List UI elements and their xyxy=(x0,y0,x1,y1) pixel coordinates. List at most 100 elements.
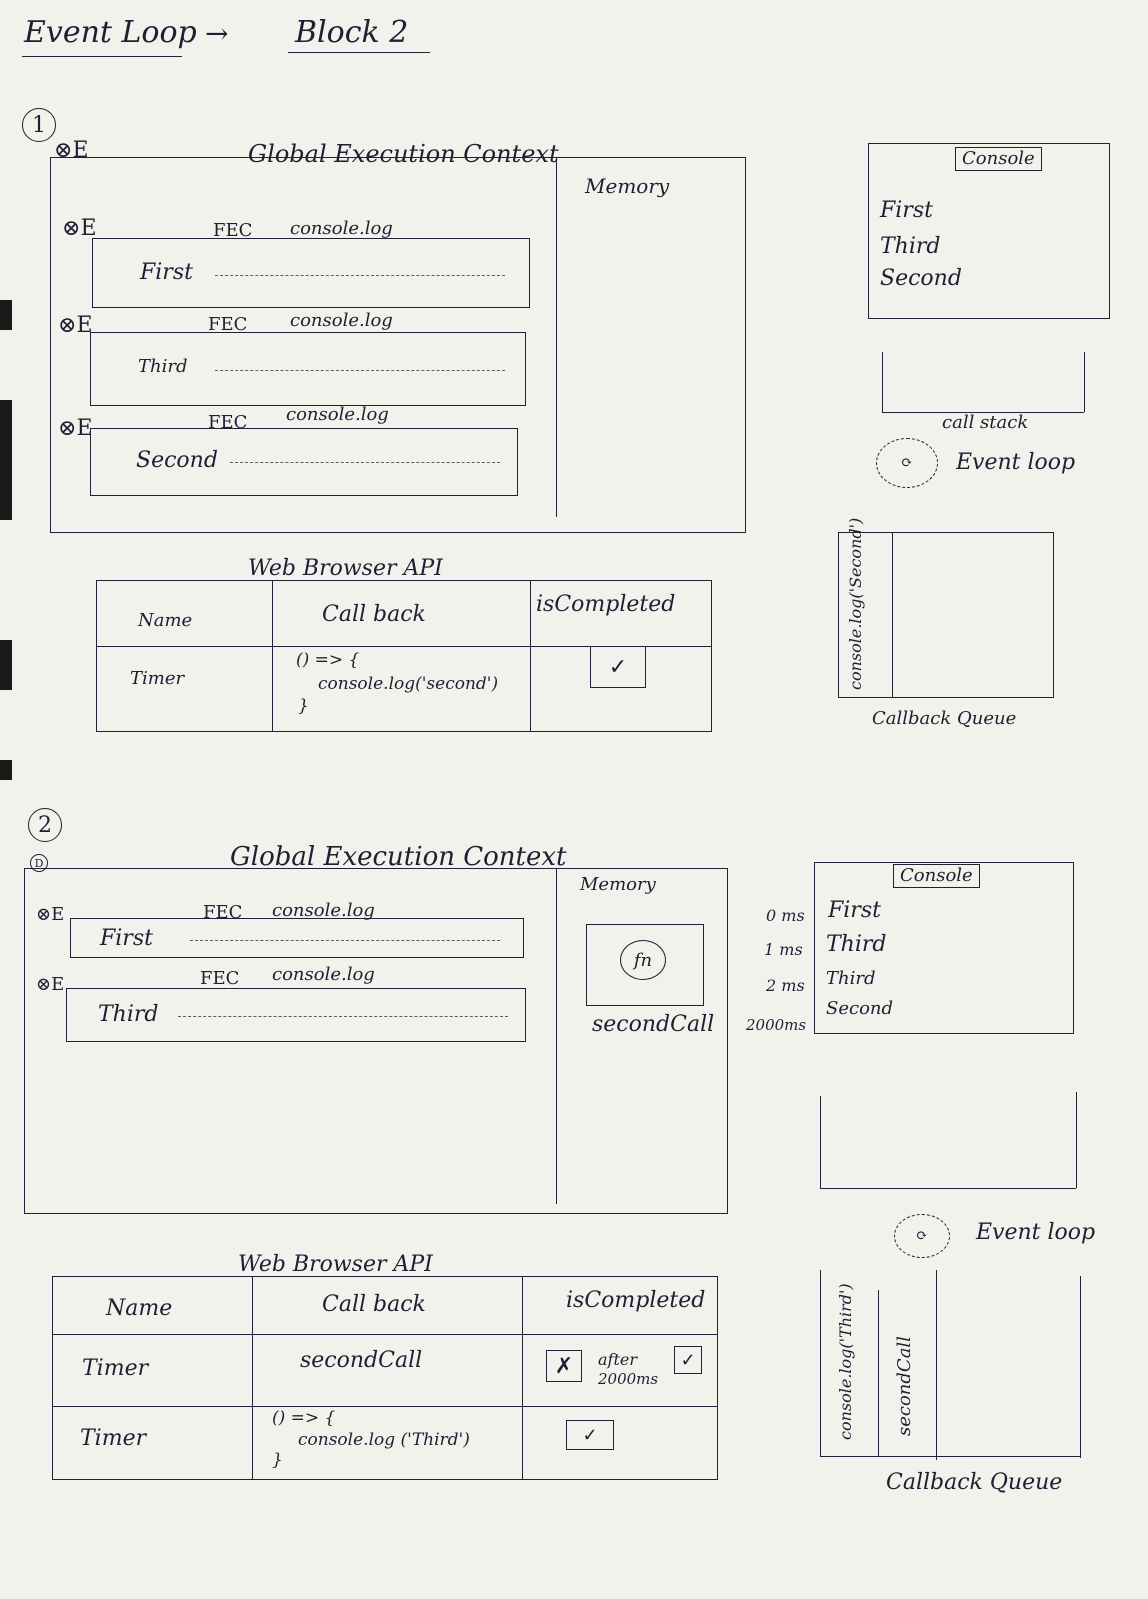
table-row-divider xyxy=(96,646,712,647)
dashed-line xyxy=(215,370,505,371)
fec-box xyxy=(66,988,526,1042)
fec-call: console.log xyxy=(272,900,375,921)
callback-queue-item: console.log('Third') xyxy=(836,1283,855,1440)
memory-label: Memory xyxy=(580,874,656,895)
fec-output: First xyxy=(140,260,193,285)
table-header: isCompleted xyxy=(566,1288,706,1313)
callback-queue-base xyxy=(820,1456,1080,1457)
table-header: isCompleted xyxy=(536,592,676,617)
table-cell-callback: () => { xyxy=(272,1408,336,1428)
after-label: after xyxy=(598,1350,638,1369)
console-line: Second xyxy=(880,266,962,291)
callback-queue-divider xyxy=(892,532,893,698)
table-header: Name xyxy=(138,610,193,631)
fec-output: Third xyxy=(138,356,188,377)
table-cell-callback: console.log ('Third') xyxy=(298,1430,470,1450)
call-stack-wall xyxy=(820,1096,821,1188)
table-header: Call back xyxy=(322,602,426,627)
callback-queue-wall xyxy=(820,1270,821,1456)
call-stack-wall xyxy=(1084,352,1085,412)
console-line: First xyxy=(828,898,881,923)
table-cell-callback: () => { xyxy=(296,650,360,670)
dashed-line xyxy=(178,1016,508,1017)
fec-box xyxy=(90,332,526,406)
table-col-divider xyxy=(272,580,273,732)
fec-call: console.log xyxy=(290,218,393,239)
event-loop-label: Event loop xyxy=(976,1220,1096,1245)
memory-divider xyxy=(556,157,557,517)
callback-queue-item: secondCall xyxy=(894,1336,915,1436)
callback-queue-wall xyxy=(1080,1276,1081,1458)
fec-completed-mark: ⊗E xyxy=(58,313,93,338)
global-execution-context-box xyxy=(24,868,728,1214)
fec-box xyxy=(90,428,518,496)
dashed-line xyxy=(230,462,500,463)
completed-check-icon: ✓ xyxy=(674,1346,702,1374)
page-edge-shadow xyxy=(0,400,12,520)
completed-check-icon: ✓ xyxy=(566,1420,614,1450)
step-2-number: 2 xyxy=(28,808,62,842)
event-loop-label: Event loop xyxy=(956,450,1076,475)
memory-function-name: secondCall xyxy=(592,1012,715,1037)
title-block: Block 2 xyxy=(295,15,409,50)
call-stack-wall xyxy=(882,352,883,412)
fec-call: console.log xyxy=(286,404,389,425)
web-api-title: Web Browser API xyxy=(238,1252,433,1277)
table-cell-name: Timer xyxy=(80,1426,147,1451)
callback-queue-divider xyxy=(936,1270,937,1460)
fec-completed-mark: ⊗E xyxy=(36,974,65,995)
console-line: Third xyxy=(826,968,876,989)
memory-function-box xyxy=(586,924,704,1006)
fec-box xyxy=(92,238,530,308)
console-timestamp: 0 ms xyxy=(766,906,805,925)
console-line: Third xyxy=(880,234,941,259)
fec-output: Second xyxy=(136,448,218,473)
web-api-table xyxy=(52,1276,718,1480)
console-box xyxy=(868,143,1110,319)
fec-output: Third xyxy=(98,1002,159,1027)
fec-label: FEC xyxy=(208,314,248,335)
console-title: Console xyxy=(955,147,1042,171)
gec-completed-mark: ⊗E xyxy=(54,138,89,163)
fec-call: console.log xyxy=(272,964,375,985)
table-col-divider xyxy=(252,1276,253,1480)
global-execution-context-box xyxy=(50,157,746,533)
table-cell-callback: } xyxy=(272,1450,283,1470)
title-event-loop: Event Loop xyxy=(24,15,197,50)
call-stack-base xyxy=(820,1188,1076,1189)
event-loop-cycle-icon: ⟳ xyxy=(876,438,938,488)
gec-title: Global Execution Context xyxy=(230,842,567,872)
table-row-divider xyxy=(52,1406,718,1407)
page-edge-shadow xyxy=(0,760,12,780)
table-cell-callback: secondCall xyxy=(300,1348,423,1373)
table-cell-callback: console.log('second') xyxy=(318,674,499,694)
fec-completed-mark: ⊗E xyxy=(36,904,65,925)
event-loop-cycle-icon: ⟳ xyxy=(894,1214,950,1258)
function-icon: fn xyxy=(620,940,666,980)
fec-output: First xyxy=(100,926,153,951)
console-line: First xyxy=(880,198,933,223)
callback-queue-box xyxy=(838,532,1054,698)
callback-queue-item: console.log('Second') xyxy=(846,517,865,690)
fec-label: FEC xyxy=(200,968,240,989)
dashed-line xyxy=(190,940,500,941)
fec-label: FEC xyxy=(208,412,248,433)
step-1-number: 1 xyxy=(22,108,56,142)
fec-box xyxy=(70,918,524,958)
fec-label: FEC xyxy=(213,220,253,241)
callback-queue-label: Callback Queue xyxy=(872,708,1017,729)
fec-completed-mark: ⊗E xyxy=(58,416,93,441)
completed-check-icon: ✓ xyxy=(590,646,646,688)
gec-marker: D xyxy=(30,854,48,872)
table-col-divider xyxy=(530,580,531,732)
console-box xyxy=(814,862,1074,1034)
web-api-table xyxy=(96,580,712,732)
after-ms: 2000ms xyxy=(598,1370,659,1388)
call-stack-wall xyxy=(1076,1092,1077,1188)
console-line: Second xyxy=(826,998,894,1019)
title-underline xyxy=(22,56,182,57)
fec-completed-mark: ⊗E xyxy=(62,216,97,241)
page-edge-shadow xyxy=(0,640,12,690)
memory-label: Memory xyxy=(585,174,670,198)
not-completed-x-icon: ✗ xyxy=(546,1350,582,1382)
